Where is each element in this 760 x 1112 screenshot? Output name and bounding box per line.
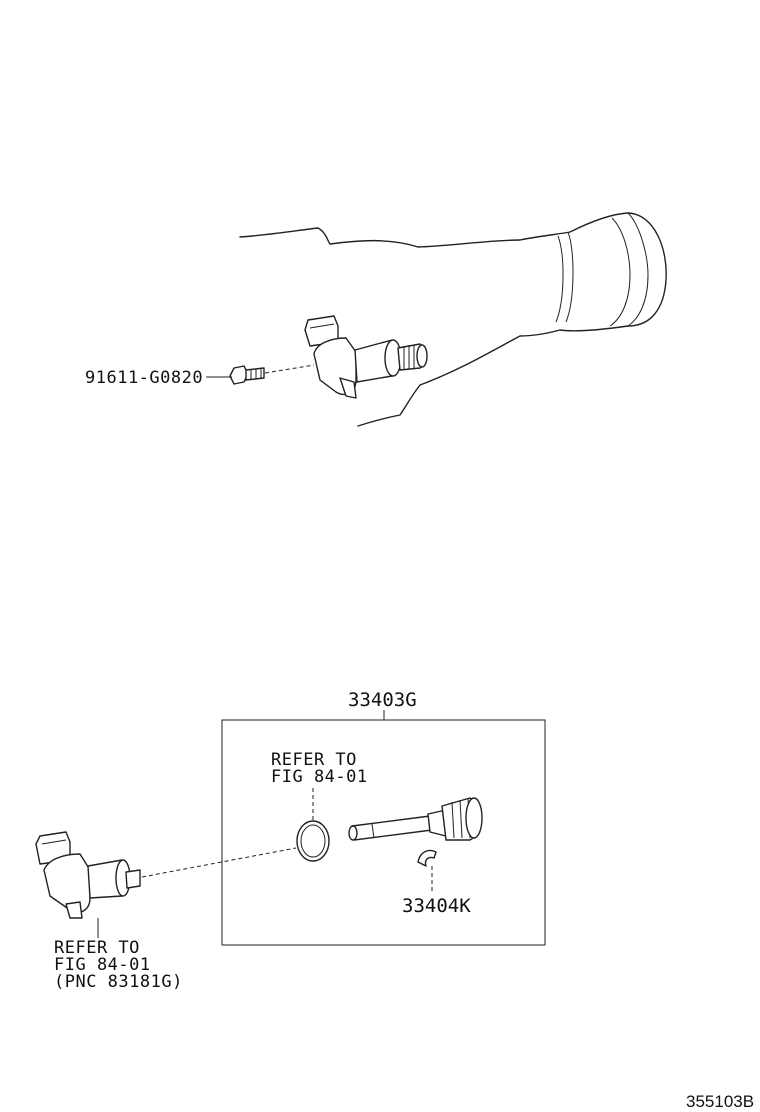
bolt-91611-G0820	[229, 365, 265, 385]
sensor-refer-line1: REFER TO	[54, 938, 140, 958]
oring-refer-line2: FIG 84-01	[271, 767, 368, 787]
clip-part-number: 33404K	[402, 895, 471, 917]
o-ring	[296, 820, 330, 862]
speed-sensor-upper	[304, 315, 428, 399]
bolt-dashed-guide	[264, 364, 315, 374]
kit-part-number: 33403G	[348, 689, 417, 711]
sensor-refer-line2: FIG 84-01	[54, 955, 151, 975]
driven-gear-shaft	[348, 797, 483, 841]
diagram-id: 355103B	[686, 1092, 754, 1111]
transmission-housing-outline	[239, 212, 667, 427]
sensor-refer-line3: (PNC 83181G)	[54, 972, 183, 992]
clip-33404K	[417, 849, 437, 867]
bolt-part-number: 91611-G0820	[85, 368, 203, 388]
kit-box	[221, 719, 546, 946]
speed-sensor-lower	[35, 831, 141, 919]
sensor-alignment-line	[141, 847, 297, 878]
oring-refer-line1: REFER TO	[271, 750, 357, 770]
